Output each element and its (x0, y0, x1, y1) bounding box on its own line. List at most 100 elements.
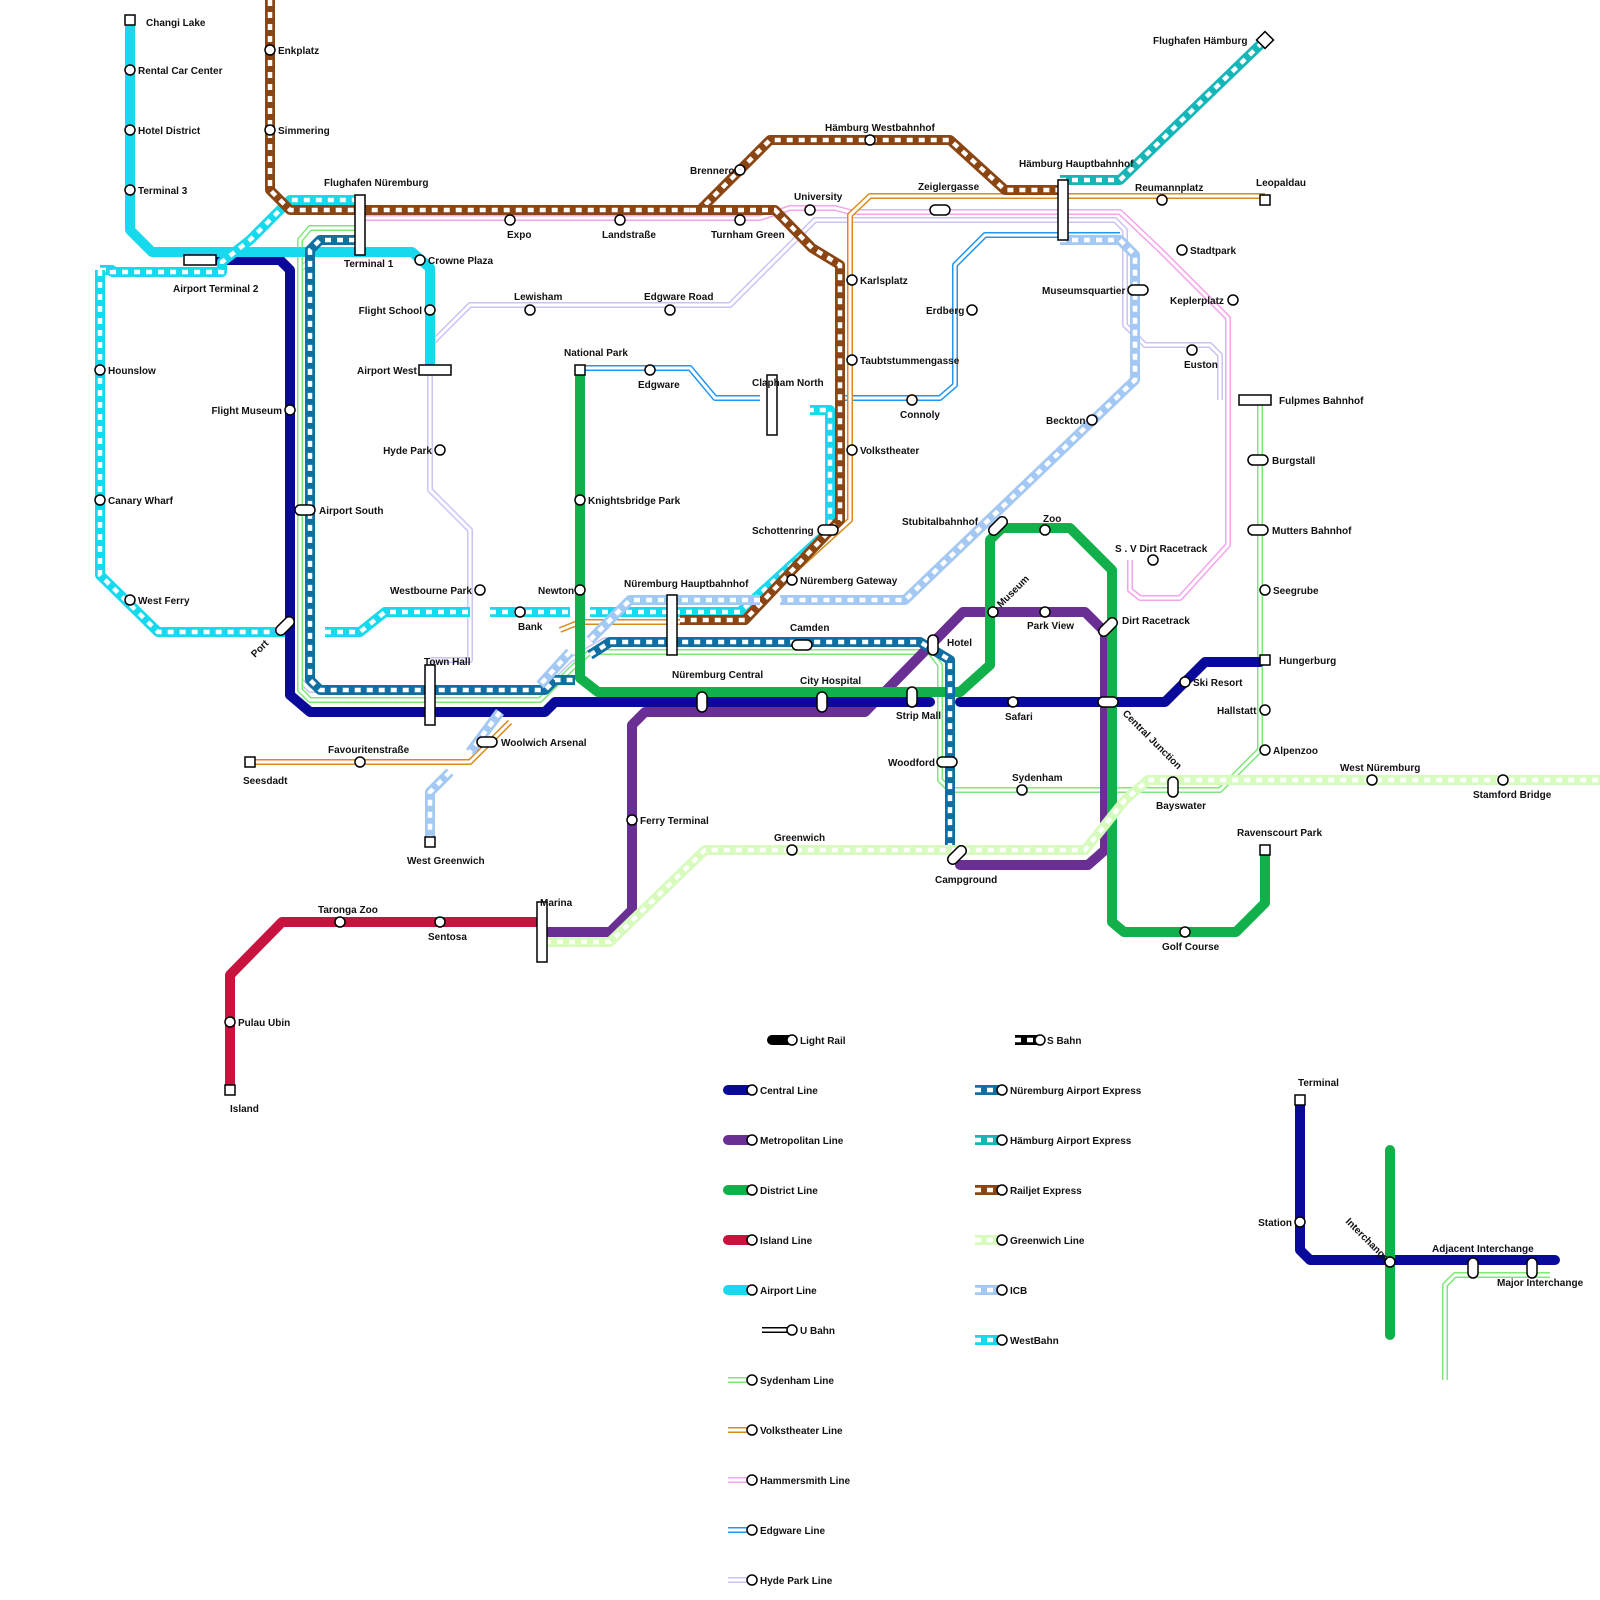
woodford-station-marker[interactable] (937, 757, 957, 767)
burgstall-station-marker[interactable] (1248, 455, 1268, 465)
schottenring-station-marker[interactable] (818, 525, 838, 535)
airport-west-station-marker[interactable] (419, 365, 451, 375)
hounslow-station-marker[interactable] (95, 365, 105, 375)
national-park-station-marker[interactable] (575, 365, 585, 375)
hyde-park-station-label: Hyde Park (383, 446, 432, 457)
legend-adjacent-interchange-marker (1468, 1258, 1478, 1278)
legend-edgware-swatch-station-marker (747, 1525, 757, 1535)
enkplatz-station-marker[interactable] (265, 45, 275, 55)
hamburg-westbahnhof-station-marker[interactable] (865, 135, 875, 145)
reumannplatz-station-marker[interactable] (1157, 195, 1167, 205)
west-nuremburg-station-marker[interactable] (1367, 775, 1377, 785)
marina-station-marker[interactable] (537, 902, 547, 962)
mutters-bahnhof-station-marker[interactable] (1248, 525, 1268, 535)
connoly-station-marker[interactable] (907, 395, 917, 405)
beckton-station-marker[interactable] (1087, 415, 1097, 425)
flight-school-station-marker[interactable] (425, 305, 435, 315)
hyde-park-station-marker[interactable] (435, 445, 445, 455)
newton-station-marker[interactable] (575, 585, 585, 595)
leopaldau-station-marker[interactable] (1260, 195, 1270, 205)
hungerburg-station-marker[interactable] (1260, 655, 1270, 665)
hotel-district-station-label: Hotel District (138, 126, 201, 137)
nuremburg-hauptbahnhof-station-marker[interactable] (667, 595, 677, 655)
knightsbridge-park-station-marker[interactable] (575, 495, 585, 505)
edgware-road-station-marker[interactable] (665, 305, 675, 315)
legend-sydenham-label: Sydenham Line (760, 1376, 834, 1387)
expo-station-marker[interactable] (505, 215, 515, 225)
greenwich-station-marker[interactable] (787, 845, 797, 855)
nuremberg-gateway-station-marker[interactable] (787, 575, 797, 585)
park-view-station-marker[interactable] (1040, 607, 1050, 617)
hotel-district-station-marker[interactable] (125, 125, 135, 135)
golf-course-station-marker[interactable] (1180, 927, 1190, 937)
s-v-dirt-racetrack-station-marker[interactable] (1148, 555, 1158, 565)
rental-car-center-station-marker[interactable] (125, 65, 135, 75)
keplerplatz-station-marker[interactable] (1228, 295, 1238, 305)
knightsbridge-park-station-label: Knightsbridge Park (588, 496, 681, 507)
terminal-3-station-marker[interactable] (125, 185, 135, 195)
woolwich-arsenal-station-marker[interactable] (477, 737, 497, 747)
flight-museum-station-marker[interactable] (285, 405, 295, 415)
lewisham-station-marker[interactable] (525, 305, 535, 315)
alpenzoo-station-marker[interactable] (1260, 745, 1270, 755)
edgware-station-marker[interactable] (645, 365, 655, 375)
town-hall-station-marker[interactable] (425, 665, 435, 725)
stamford-bridge-station-marker[interactable] (1498, 775, 1508, 785)
nuremberg-gateway-station-label: Nüremberg Gateway (800, 576, 898, 587)
museum-station-marker[interactable] (988, 607, 998, 617)
university-station-marker[interactable] (805, 205, 815, 215)
stadtpark-station-marker[interactable] (1177, 245, 1187, 255)
west-ferry-station-marker[interactable] (125, 595, 135, 605)
ski-resort-station-marker[interactable] (1180, 677, 1190, 687)
brennero-station-marker[interactable] (735, 165, 745, 175)
bayswater-station-marker[interactable] (1168, 777, 1178, 797)
volkstheater-line-route (250, 722, 510, 762)
karlsplatz-station-marker[interactable] (847, 275, 857, 285)
hotel-station-marker[interactable] (928, 635, 938, 655)
pulau-ubin-station-marker[interactable] (225, 1017, 235, 1027)
taubtstummengasse-station-marker[interactable] (847, 355, 857, 365)
island-station-marker[interactable] (225, 1085, 235, 1095)
sentosa-station-marker[interactable] (435, 917, 445, 927)
erdberg-station-marker[interactable] (967, 305, 977, 315)
bank-station-marker[interactable] (515, 607, 525, 617)
hallstatt-station-marker[interactable] (1260, 705, 1270, 715)
favouritenstrasse-station-marker[interactable] (355, 757, 365, 767)
flughafen-nuremburg-station-marker[interactable] (355, 195, 365, 255)
fulpmes-bahnhof-station-marker[interactable] (1239, 395, 1271, 405)
hamburg-hauptbahnhof-station-marker[interactable] (1058, 180, 1068, 240)
crowne-plaza-station-marker[interactable] (415, 255, 425, 265)
museumsquartier-station-marker[interactable] (1128, 285, 1148, 295)
euston-station-marker[interactable] (1187, 345, 1197, 355)
changi-lake-station-marker[interactable] (125, 15, 135, 25)
west-greenwich-station-marker[interactable] (425, 837, 435, 847)
ski-resort-station-label: Ski Resort (1193, 678, 1243, 689)
canary-wharf-station-marker[interactable] (95, 495, 105, 505)
landstrasse-station-marker[interactable] (615, 215, 625, 225)
flight-school-station-label: Flight School (359, 306, 423, 317)
strip-mall-station-marker[interactable] (907, 687, 917, 707)
sydenham-station-marker[interactable] (1017, 785, 1027, 795)
camden-station-marker[interactable] (792, 640, 812, 650)
zeiglergasse-station-marker[interactable] (930, 205, 950, 215)
westbourne-park-station-marker[interactable] (475, 585, 485, 595)
central-junction-station-marker[interactable] (1098, 697, 1118, 707)
sydenham-station-label: Sydenham (1012, 773, 1063, 784)
rental-car-center-station-label: Rental Car Center (138, 66, 223, 77)
turnham-green-station-marker[interactable] (735, 215, 745, 225)
ravenscourt-park-station-marker[interactable] (1260, 845, 1270, 855)
marina-station-label: Marina (540, 898, 573, 909)
airport-terminal-2-station-marker[interactable] (184, 255, 216, 265)
nuremburg-central-station-marker[interactable] (697, 692, 707, 712)
airport-south-station-marker[interactable] (295, 505, 315, 515)
city-hospital-station-marker[interactable] (817, 692, 827, 712)
seegrube-station-marker[interactable] (1260, 585, 1270, 595)
woodford-station-label: Woodford (888, 758, 935, 769)
zoo-station-marker[interactable] (1040, 525, 1050, 535)
volkstheater-station-marker[interactable] (847, 445, 857, 455)
safari-station-marker[interactable] (1008, 697, 1018, 707)
simmering-station-marker[interactable] (265, 125, 275, 135)
taronga-zoo-station-marker[interactable] (335, 917, 345, 927)
ferry-terminal-station-marker[interactable] (627, 815, 637, 825)
seesdadt-station-marker[interactable] (245, 757, 255, 767)
